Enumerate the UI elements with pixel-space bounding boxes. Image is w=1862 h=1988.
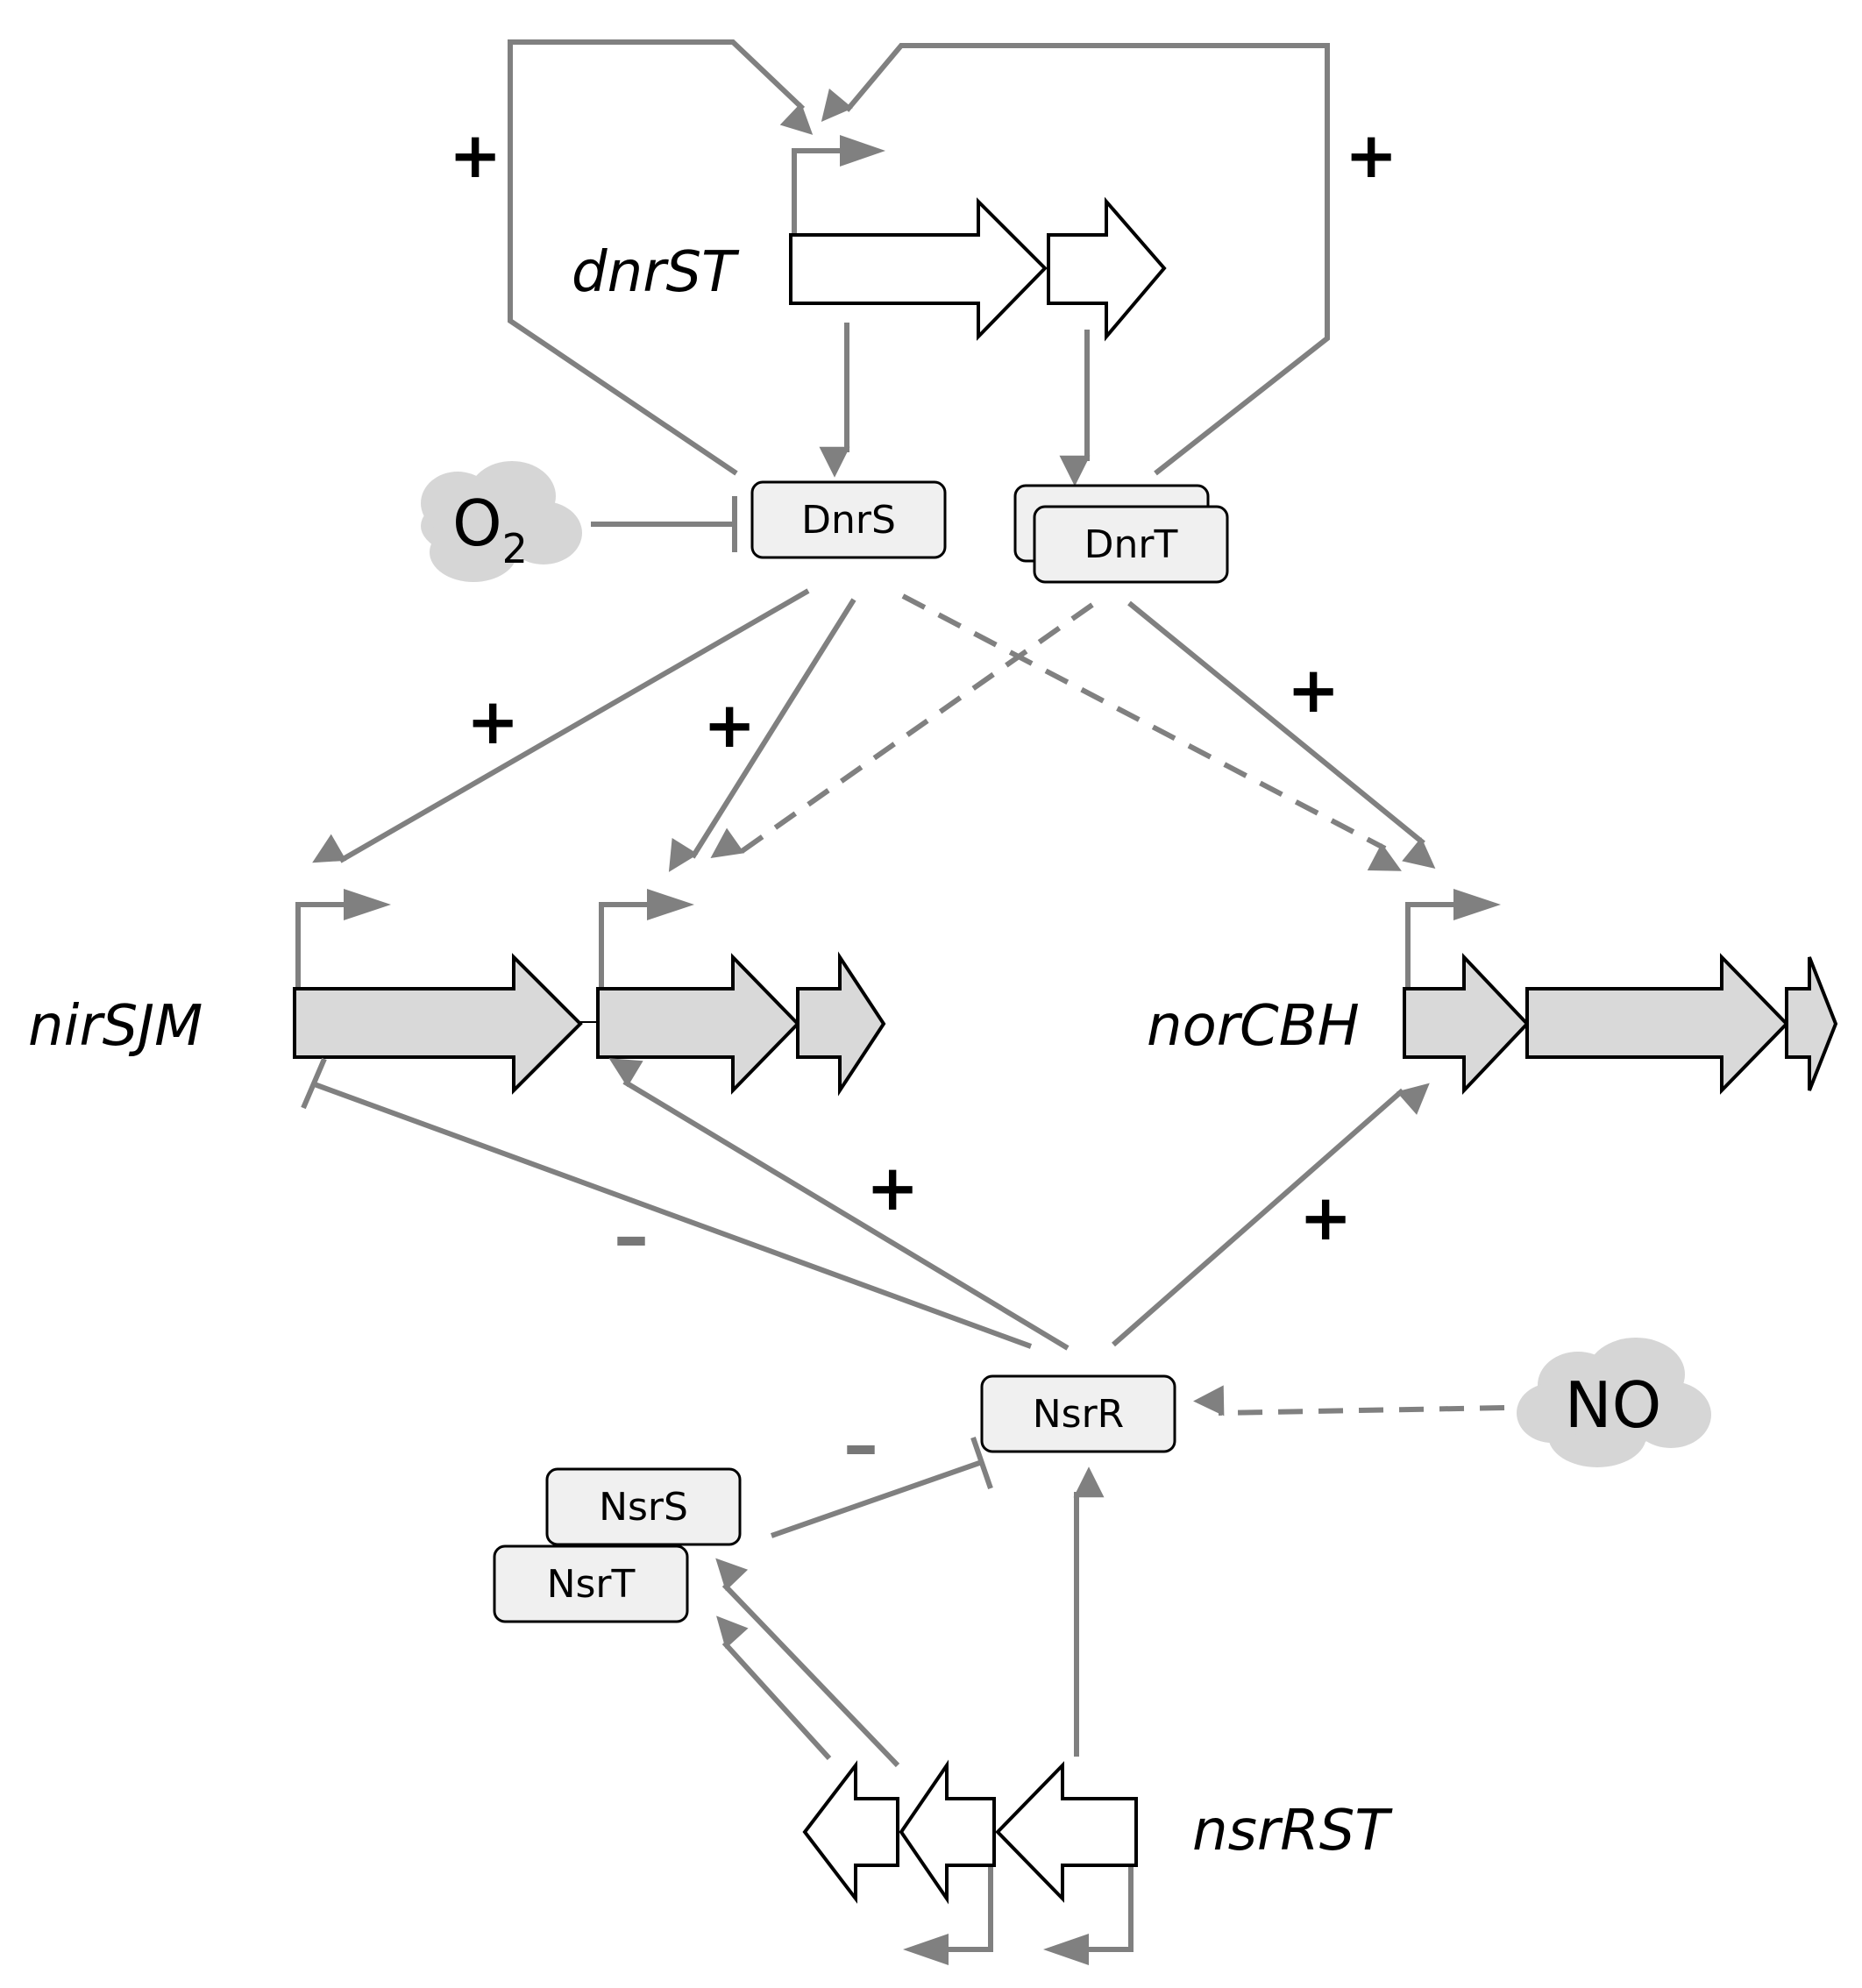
- no-activates-nsrr-dashed-edge: [1193, 1385, 1505, 1416]
- dnrs-label: DnrS: [801, 498, 896, 543]
- nsrr-gene-arrow: [995, 1761, 1138, 1903]
- dnrs-nir-promoter2-sign: +: [703, 688, 756, 762]
- nir-promoter2-arrow: [599, 902, 649, 989]
- oxygen-cloud-icon: [421, 461, 582, 582]
- dnrt-to-nir-dashed-edge: [710, 602, 1094, 859]
- nor-promoter-arrow: [1405, 902, 1455, 989]
- nir-promoter1-arrow: [295, 902, 345, 989]
- nsrst-represses-nsrr-bar: [970, 1437, 993, 1489]
- nsrr-represses-nir-bar: [301, 1057, 327, 1110]
- dnrt-label: DnrT: [1084, 522, 1178, 567]
- norc-gene-arrow: [1403, 952, 1530, 1096]
- nsrst-represses-nsrr-edge: [771, 1459, 983, 1538]
- dnrs-gene-arrow: [789, 197, 1048, 341]
- nirj-gene-arrow: [596, 953, 800, 1095]
- nitric-oxide-label: NO: [1565, 1368, 1662, 1442]
- nsrr-activates-nir-promoter2-edge: [608, 1058, 1070, 1351]
- dnrs-protein: DnrS: [750, 480, 947, 559]
- nirsjm-gene-label: nirSJM: [28, 994, 203, 1059]
- nirs-gene-arrow: [293, 953, 583, 1095]
- norh-gene-arrow: [1785, 956, 1838, 1091]
- dnrs-activates-nir-promoter2-edge: [668, 598, 856, 872]
- nsrs-promoter-head: [903, 1934, 949, 1965]
- dnrt-gene-arrow: [1047, 196, 1167, 342]
- nsrs-translation-edge: [715, 1558, 900, 1768]
- dnrs-nir-promoter1-sign: +: [466, 685, 519, 758]
- dnrs-autoregulation-sign: +: [449, 118, 501, 192]
- nsrs-protein: NsrS: [545, 1467, 742, 1546]
- dnrs-to-nor-dashed-edge: [901, 593, 1402, 871]
- nir-promoter2-head: [647, 889, 694, 920]
- nsrt-protein: NsrT: [493, 1544, 689, 1623]
- nsrrst-gene-label: nsrRST: [1192, 1799, 1393, 1864]
- nsrs-label: NsrS: [599, 1485, 688, 1530]
- dnrt-autoregulation-sign: +: [1345, 118, 1397, 192]
- nsrr-activates-nor-edge: [1112, 1083, 1430, 1347]
- oxygen-label: O2: [452, 486, 528, 572]
- nirm-gene-arrow: [796, 951, 886, 1097]
- nsrr-promoter-head: [1043, 1934, 1089, 1965]
- nor-promoter-head: [1453, 889, 1501, 920]
- nsrr-label: NsrR: [1033, 1392, 1125, 1437]
- nsrs-promoter-arrow: [947, 1867, 993, 1952]
- norb-gene-arrow: [1525, 953, 1789, 1095]
- nsrt-gene-arrow: [802, 1760, 899, 1904]
- nsrt-label: NsrT: [547, 1562, 636, 1607]
- dnrt-protein: DnrT: [1013, 484, 1229, 584]
- nsrr-nor-activation-sign: +: [1299, 1181, 1352, 1254]
- nsrr-represses-nir-edge: [310, 1081, 1033, 1349]
- oxygen-signal: O2: [421, 461, 582, 582]
- nitric-oxide-cloud-icon: [1517, 1338, 1711, 1467]
- dnrt-nor-sign: +: [1287, 653, 1340, 727]
- dnrt-activates-nor-edge: [1127, 600, 1436, 869]
- norcbh-gene-label: norCBH: [1147, 994, 1360, 1059]
- nir-promoter1-head: [344, 889, 391, 920]
- nitric-oxide-signal: NO: [1517, 1338, 1711, 1467]
- norcbh-operon: norCBH: [1147, 889, 1838, 1096]
- nsrr-nir-activation-sign: +: [866, 1151, 919, 1225]
- nsrr-promoter-arrow: [1087, 1867, 1134, 1952]
- nsrst-nsrr-repression-sign: –: [843, 1404, 878, 1486]
- dnrst-promoter-arrow: [792, 148, 842, 235]
- nsrt-translation-edge: [716, 1615, 832, 1761]
- dnrs-autoregulation-edge: [508, 39, 814, 476]
- dnrs-activates-nir-promoter1-edge: [312, 588, 810, 863]
- dnrst-operon: dnrST: [572, 135, 1167, 342]
- dnrt-autoregulation-edge: [821, 43, 1330, 476]
- nirsjm-operon: nirSJM: [28, 889, 886, 1097]
- nsrrst-operon: nsrRST: [802, 1759, 1393, 1965]
- nsrr-protein: NsrR: [980, 1374, 1176, 1453]
- nsrs-gene-arrow: [899, 1759, 996, 1905]
- nsrr-nir-repression-sign: –: [614, 1196, 649, 1277]
- dnrst-promoter-head: [840, 135, 885, 167]
- dnrst-gene-label: dnrST: [572, 240, 740, 305]
